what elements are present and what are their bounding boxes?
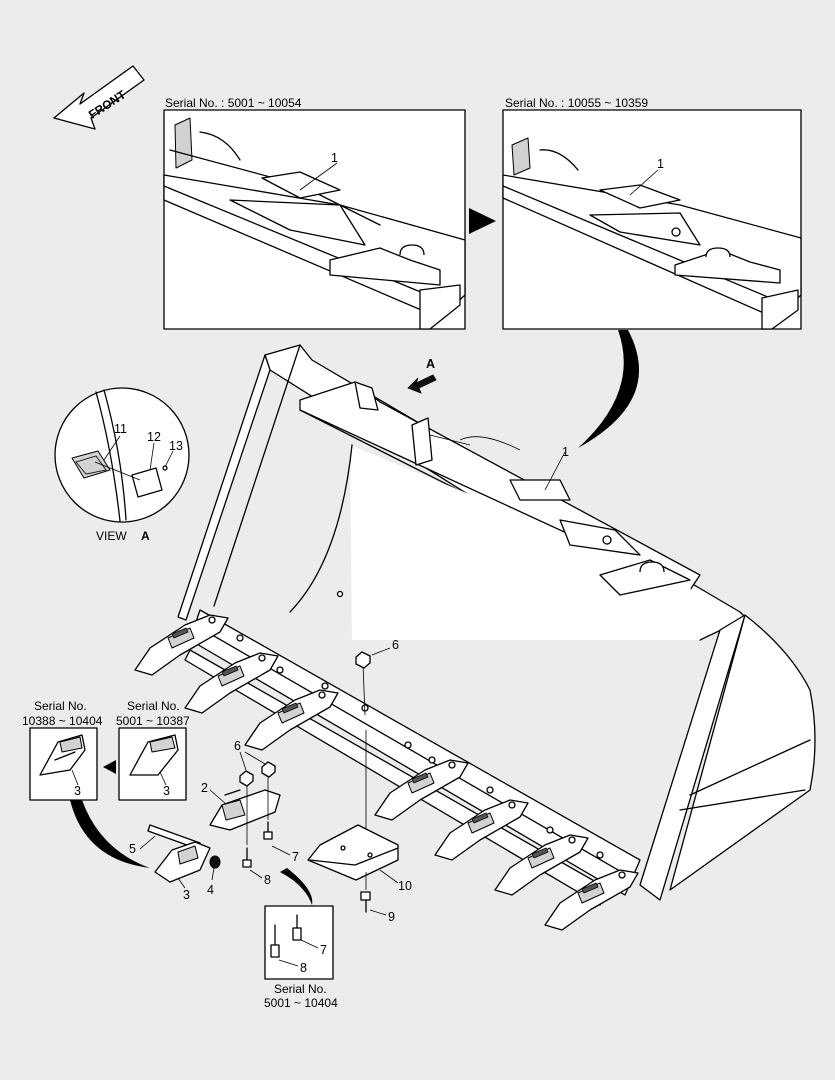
edge-bolts [236, 634, 604, 859]
tooth-row [134, 614, 639, 931]
callout-1-left: 1 [331, 151, 338, 165]
callout-8-main: 8 [264, 873, 271, 887]
detail-box-left: 1 [163, 109, 466, 330]
tooth-variant-b-line1: Serial No. [127, 699, 180, 713]
curved-pointer-bolt [280, 868, 313, 905]
curved-pointer-tooth [70, 800, 150, 868]
bucket-tooth [244, 689, 339, 751]
callout-6-left: 6 [234, 739, 241, 753]
view-a-detail: 11 12 13 [54, 387, 190, 523]
callout-3-main: 3 [183, 888, 190, 902]
front-arrow: FRONT [53, 65, 145, 130]
callout-8-box: 8 [300, 961, 307, 975]
curved-pointer-top [578, 330, 640, 448]
detail-box-right: 1 [502, 109, 802, 330]
serial-box-right-label: Serial No. : 10055 ~ 10359 [505, 96, 648, 110]
callout-2: 2 [201, 781, 208, 795]
bolt-box-line2: 5001 ~ 10404 [264, 996, 338, 1010]
serial-box-left-label: Serial No. : 5001 ~ 10054 [165, 96, 302, 110]
tooth-exploded-assembly: 2 6 7 8 5 3 4 [129, 739, 299, 902]
bucket-tooth [134, 614, 229, 676]
bucket-tooth [434, 799, 529, 861]
callout-11: 11 [114, 422, 127, 436]
bucket-tooth [544, 869, 639, 931]
bucket-body [177, 344, 816, 906]
callout-1-main: 1 [562, 445, 569, 459]
tooth-variant-a-line2: 10388 ~ 10404 [22, 714, 103, 728]
callout-10: 10 [398, 879, 412, 893]
callout-4: 4 [207, 883, 214, 897]
view-label: VIEW [96, 529, 127, 543]
arrow-right-marker [469, 208, 496, 234]
callout-5: 5 [129, 842, 136, 856]
bucket-tooth [494, 834, 589, 896]
tooth-variant-a-line1: Serial No. [34, 699, 87, 713]
callout-1-right: 1 [657, 157, 664, 171]
callout-13: 13 [169, 439, 183, 453]
arrow-left-marker [103, 760, 116, 774]
bolt-variant-box: 7 8 [264, 905, 334, 980]
view-arrow-label: A [426, 357, 435, 371]
tooth-variant-b-line2: 5001 ~ 10387 [116, 714, 190, 728]
tooth-variant-a-box: 3 [29, 727, 98, 801]
tooth-variant-b-box: 3 [118, 727, 187, 801]
callout-7-box: 7 [320, 943, 327, 957]
callout-12: 12 [147, 430, 161, 444]
callout-3-variant-b: 3 [163, 784, 170, 798]
bolt-box-line1: Serial No. [274, 982, 327, 996]
view-a-arrow [407, 374, 437, 394]
view-letter: A [141, 529, 150, 543]
callout-7-main: 7 [292, 850, 299, 864]
callout-9: 9 [388, 910, 395, 924]
callout-6-top: 6 [392, 638, 399, 652]
bucket-tooth [374, 759, 469, 821]
bucket-tooth [184, 652, 279, 714]
side-cutter-group: 6 10 9 [307, 638, 412, 924]
callout-3-variant-a: 3 [74, 784, 81, 798]
